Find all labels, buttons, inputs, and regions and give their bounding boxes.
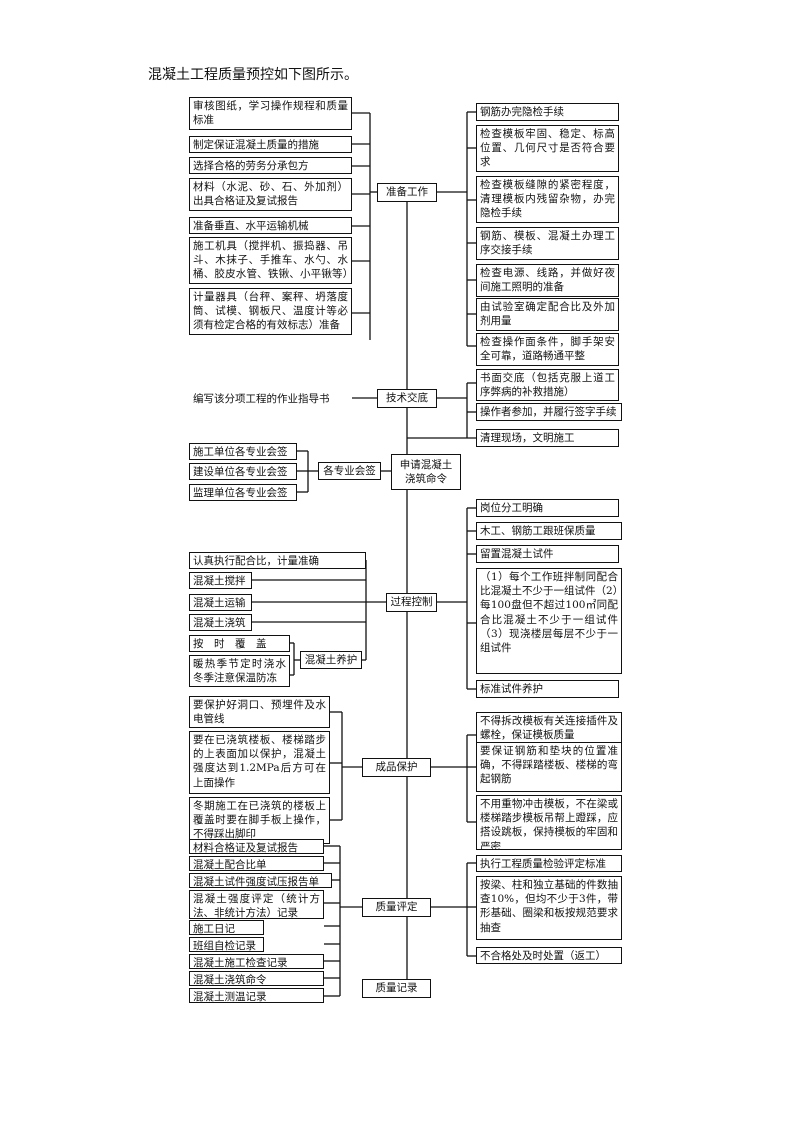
quality-left-item: 材料合格证及复试报告 <box>189 839 324 854</box>
node-quality-assessment: 质量评定 <box>362 898 431 917</box>
quality-right-item: 执行工程质量检验评定标准 <box>476 855 622 872</box>
prep-right-item: 检查模板缝隙的紧密程度，清理模板内残留杂物，办完隐检手续 <box>476 176 619 223</box>
process-right-item: 木工、钢筋工跟班保质量 <box>476 522 622 540</box>
cure-item: 按 时 覆 盖 <box>189 635 290 652</box>
cure-label: 混凝土养护 <box>300 651 362 669</box>
prep-right-item: 钢筋、模板、混凝土办理工序交接手续 <box>476 227 619 260</box>
protect-left-item: 要保护好洞口、预埋件及水电管线 <box>189 696 330 728</box>
quality-left-item: 班组自检记录 <box>189 937 264 952</box>
node-apply-pour-order: 申请混凝土浇筑命令 <box>391 454 461 490</box>
prep-left-item: 制定保证混凝土质量的措施 <box>189 136 352 153</box>
quality-left-item: 混凝土强度评定（统计方法、非统计方法）记录 <box>189 890 324 919</box>
prep-left-item: 材料（水泥、砂、石、外加剂）出具合格证及复试报告 <box>189 178 352 211</box>
quality-left-item: 混凝土测温记录 <box>189 988 324 1003</box>
tech-left-item: 编写该分项工程的作业指导书 <box>189 390 352 407</box>
quality-left-item: 混凝土试件强度试压报告单 <box>189 873 332 888</box>
prep-left-item: 准备垂直、水平运输机械 <box>189 217 352 234</box>
quality-right-item: 按梁、柱和独立基础的件数抽查10%，但均不少于3件，带形基础、圈梁和板按规范要求… <box>476 876 622 940</box>
process-right-item: （1）每个工作班拌制同配合比混凝土不少于一组试件（2）每100盘但不超过100㎡… <box>476 568 622 674</box>
process-left-item: 混凝土运输 <box>189 594 252 611</box>
tech-right-item: 清理现场，文明施工 <box>476 429 619 447</box>
process-left-item: 混凝土搅拌 <box>189 572 252 589</box>
protect-right-item: 不用重物冲击模板，不在梁或楼梯踏步模板吊帮上蹬踩，应搭设跳板，保持模板的牢固和严… <box>476 795 622 850</box>
sign-item: 建设单位各专业会签 <box>189 463 297 480</box>
prep-right-item: 钢筋办完隐检手续 <box>476 103 619 121</box>
node-process-control: 过程控制 <box>386 593 437 612</box>
cure-item: 暖热季节定时浇水冬季注意保温防冻 <box>189 655 290 687</box>
tech-right-item: 书面交底（包括克服上道工序弊病的补救措施） <box>476 369 619 401</box>
prep-left-item: 施工机具（搅拌机、振捣器、吊斗、木抹子、手推车、水勺、水桶、胶皮水管、铁锹、小平… <box>189 237 352 284</box>
process-right-item: 标准试件养护 <box>476 680 619 698</box>
prep-right-item: 检查电源、线路，并做好夜间施工照明的准备 <box>476 264 619 297</box>
tech-right-item: 操作者参加，并履行签字手续 <box>476 403 622 421</box>
quality-right-item: 不合格处及时处置（返工） <box>476 947 622 964</box>
protect-right-item: 不得拆改模板有关连接插件及螺栓，保证模板质量 <box>476 712 622 745</box>
quality-left-item: 混凝土配合比单 <box>189 856 324 871</box>
node-quality-record: 质量记录 <box>362 979 431 998</box>
prep-left-item: 计量器具（台秤、案秤、坍落度筒、试模、钢板尺、温度计等必须有检定合格的有效标志）… <box>189 288 352 335</box>
protect-left-item: 要在已浇筑楼板、楼梯踏步的上表面加以保护，混凝土强度达到1.2MPa后方可在上面… <box>189 731 330 794</box>
prep-right-item: 由试验室确定配合比及外加剂用量 <box>476 298 619 331</box>
quality-left-item: 混凝土施工检查记录 <box>189 954 324 969</box>
node-tech-briefing: 技术交底 <box>377 389 437 408</box>
prep-left-item: 审核图纸，学习操作规程和质量标准 <box>189 97 352 130</box>
sign-item: 监理单位各专业会签 <box>189 484 297 501</box>
protect-left-item: 冬期施工在已浇筑的楼板上覆盖时要在脚手板上操作，不得踩出脚印 <box>189 797 330 844</box>
sign-item: 施工单位各专业会签 <box>189 443 297 460</box>
protect-right-item: 要保证钢筋和垫块的位置准确，不得踩踏楼板、楼梯的弯起钢筋 <box>476 742 622 792</box>
process-right-item: 岗位分工明确 <box>476 499 619 517</box>
sign-label: 各专业会签 <box>318 462 381 480</box>
process-right-item: 留置混凝土试件 <box>476 545 619 563</box>
prep-left-item: 选择合格的劳务分承包方 <box>189 157 352 174</box>
quality-left-item: 施工日记 <box>189 920 264 935</box>
prep-right-item: 检查模板牢固、稳定、标高位置、几何尺寸是否符合要求 <box>476 125 619 172</box>
process-left-item: 混凝土浇筑 <box>189 614 252 631</box>
process-left-item: 认真执行配合比，计量准确 <box>189 552 366 569</box>
node-prep-work: 准备工作 <box>377 183 437 202</box>
quality-left-item: 混凝土浇筑命令 <box>189 971 324 986</box>
prep-right-item: 检查操作面条件，脚手架安全可靠，道路畅通平整 <box>476 333 619 366</box>
node-product-protection: 成品保护 <box>362 758 431 777</box>
intro-text: 混凝土工程质量预控如下图所示。 <box>148 67 358 83</box>
